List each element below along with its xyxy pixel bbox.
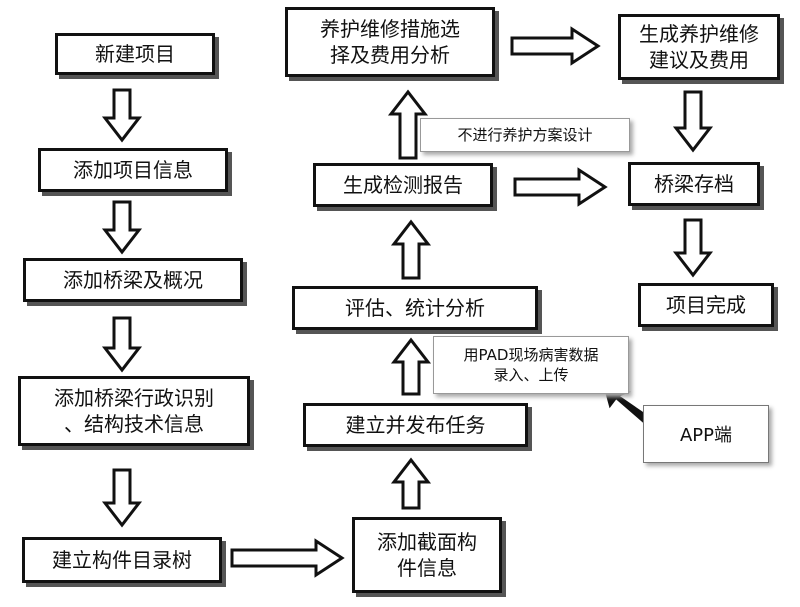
arrow-maintenance-to-suggestion <box>510 26 601 66</box>
node-maintenance-selection: 养护维修措施选 择及费用分析 <box>285 7 495 77</box>
arrow-section-info-to-publish-task <box>390 457 432 510</box>
arrow-project-info-to-bridge-overview <box>101 200 143 255</box>
arrow-bridge-overview-to-admin-info <box>101 316 143 373</box>
node-bridge-archive: 桥梁存档 <box>628 162 760 206</box>
node-build-component-tree: 建立构件目录树 <box>22 537 222 583</box>
node-generate-report: 生成检测报告 <box>313 163 493 207</box>
arrow-suggestion-to-archive <box>672 90 714 153</box>
note-no-maintenance-design: 不进行养护方案设计 <box>420 118 630 152</box>
node-add-bridge-admin-info: 添加桥梁行政识别 、结构技术信息 <box>18 376 250 446</box>
node-add-project-info: 添加项目信息 <box>38 148 228 192</box>
node-publish-task: 建立并发布任务 <box>303 403 528 447</box>
arrow-new-project-to-project-info <box>101 88 143 143</box>
arrow-archive-to-project-complete <box>672 218 714 278</box>
arrow-publish-task-to-evaluate <box>390 337 432 396</box>
app-pointer-arrow <box>602 382 652 426</box>
arrow-report-to-archive <box>513 167 608 207</box>
note-pad-field-entry: 用PAD现场病害数据 录入、上传 <box>433 336 629 394</box>
node-generate-suggestion: 生成养护维修 建议及费用 <box>618 14 780 80</box>
arrow-admin-info-to-component-tree <box>101 468 143 528</box>
node-app-side: APP端 <box>643 405 769 463</box>
arrow-component-tree-to-section-info <box>230 538 345 578</box>
node-project-complete: 项目完成 <box>638 283 774 327</box>
node-add-section-info: 添加截面构 件信息 <box>352 517 502 593</box>
node-new-project: 新建项目 <box>55 33 215 75</box>
arrow-evaluate-to-report <box>390 219 432 280</box>
node-evaluate-statistics: 评估、统计分析 <box>292 286 538 330</box>
arrow-report-to-maintenance <box>387 89 429 160</box>
node-add-bridge-overview: 添加桥梁及概况 <box>23 258 243 302</box>
